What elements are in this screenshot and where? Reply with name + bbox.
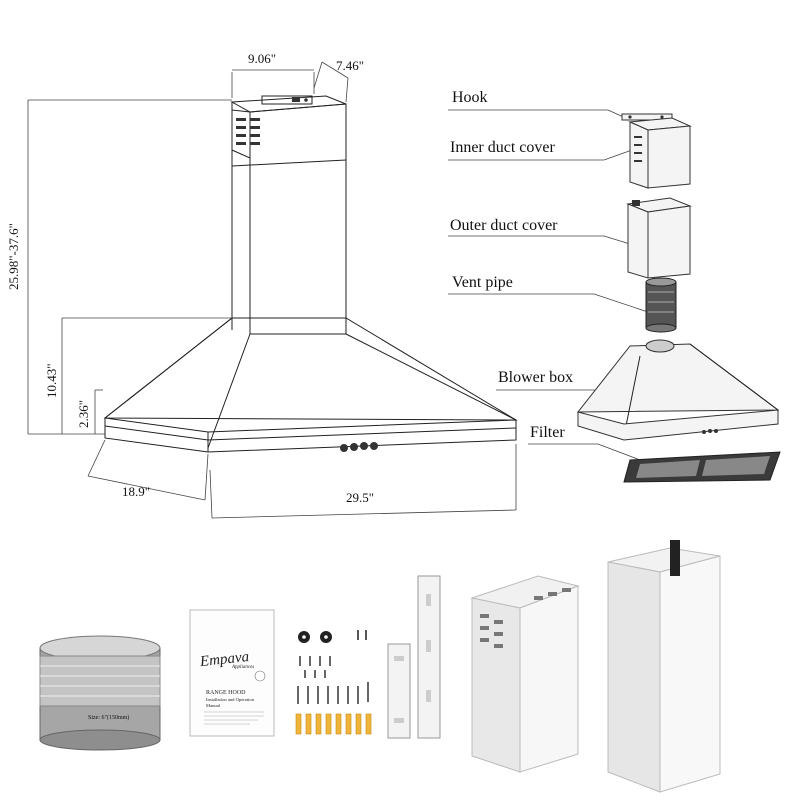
label-filter: Filter — [530, 424, 565, 441]
label-inner-duct-cover: Inner duct cover — [450, 139, 556, 156]
outer-duct-cover-part — [626, 197, 692, 279]
dim-width: 29.5" — [346, 490, 374, 505]
mounting-brackets — [387, 575, 441, 739]
manual-booklet: Empava Appliances RANGE HOOD Installatio… — [189, 609, 275, 737]
manual-subtitle: Installation and Operation — [206, 697, 255, 702]
vent-pipe-size-label: Size: 6"(150mm) — [88, 714, 129, 721]
inner-duct-cover-part — [628, 117, 692, 189]
vent-pipe-roll: Size: 6"(150mm) — [39, 635, 161, 751]
hardware-kit — [295, 630, 372, 735]
dim-canopy-height: 10.43" — [44, 363, 59, 398]
label-outer-duct-cover: Outer duct cover — [450, 217, 558, 234]
dim-chimney-width: 9.06" — [248, 51, 276, 66]
manual-brand: Empava — [198, 649, 250, 670]
inner-duct-cover-photo — [470, 575, 580, 773]
blower-box-part — [576, 339, 780, 441]
accessories-row: Size: 6"(150mm) Empava Appliances RANGE … — [39, 540, 721, 793]
vent-pipe-part — [645, 277, 677, 333]
manual-title: RANGE HOOD — [206, 690, 246, 696]
label-blower-box: Blower box — [498, 369, 573, 386]
label-vent-pipe: Vent pipe — [452, 274, 513, 291]
manual-subtitle-2: Manual — [206, 703, 221, 708]
dim-chimney-depth: 7.46" — [336, 58, 364, 73]
range-hood-drawing: 9.06" 7.46" 25.98"-37.6" 10.43" 2.36" 18… — [6, 51, 518, 519]
dim-total-height: 25.98"-37.6" — [6, 223, 21, 290]
dimension-lines — [27, 61, 517, 519]
label-hook: Hook — [452, 89, 488, 106]
dim-edge-height: 2.36" — [76, 400, 91, 428]
exploded-view: Hook Inner duct cover Outer duct cover V… — [448, 89, 781, 483]
manual-brand-sub: Appliances — [231, 665, 254, 670]
dim-depth: 18.9" — [122, 484, 150, 499]
filter-part — [623, 451, 781, 483]
chimney-vents — [236, 118, 260, 145]
outer-duct-cover-photo — [607, 540, 721, 793]
control-buttons — [340, 442, 378, 452]
